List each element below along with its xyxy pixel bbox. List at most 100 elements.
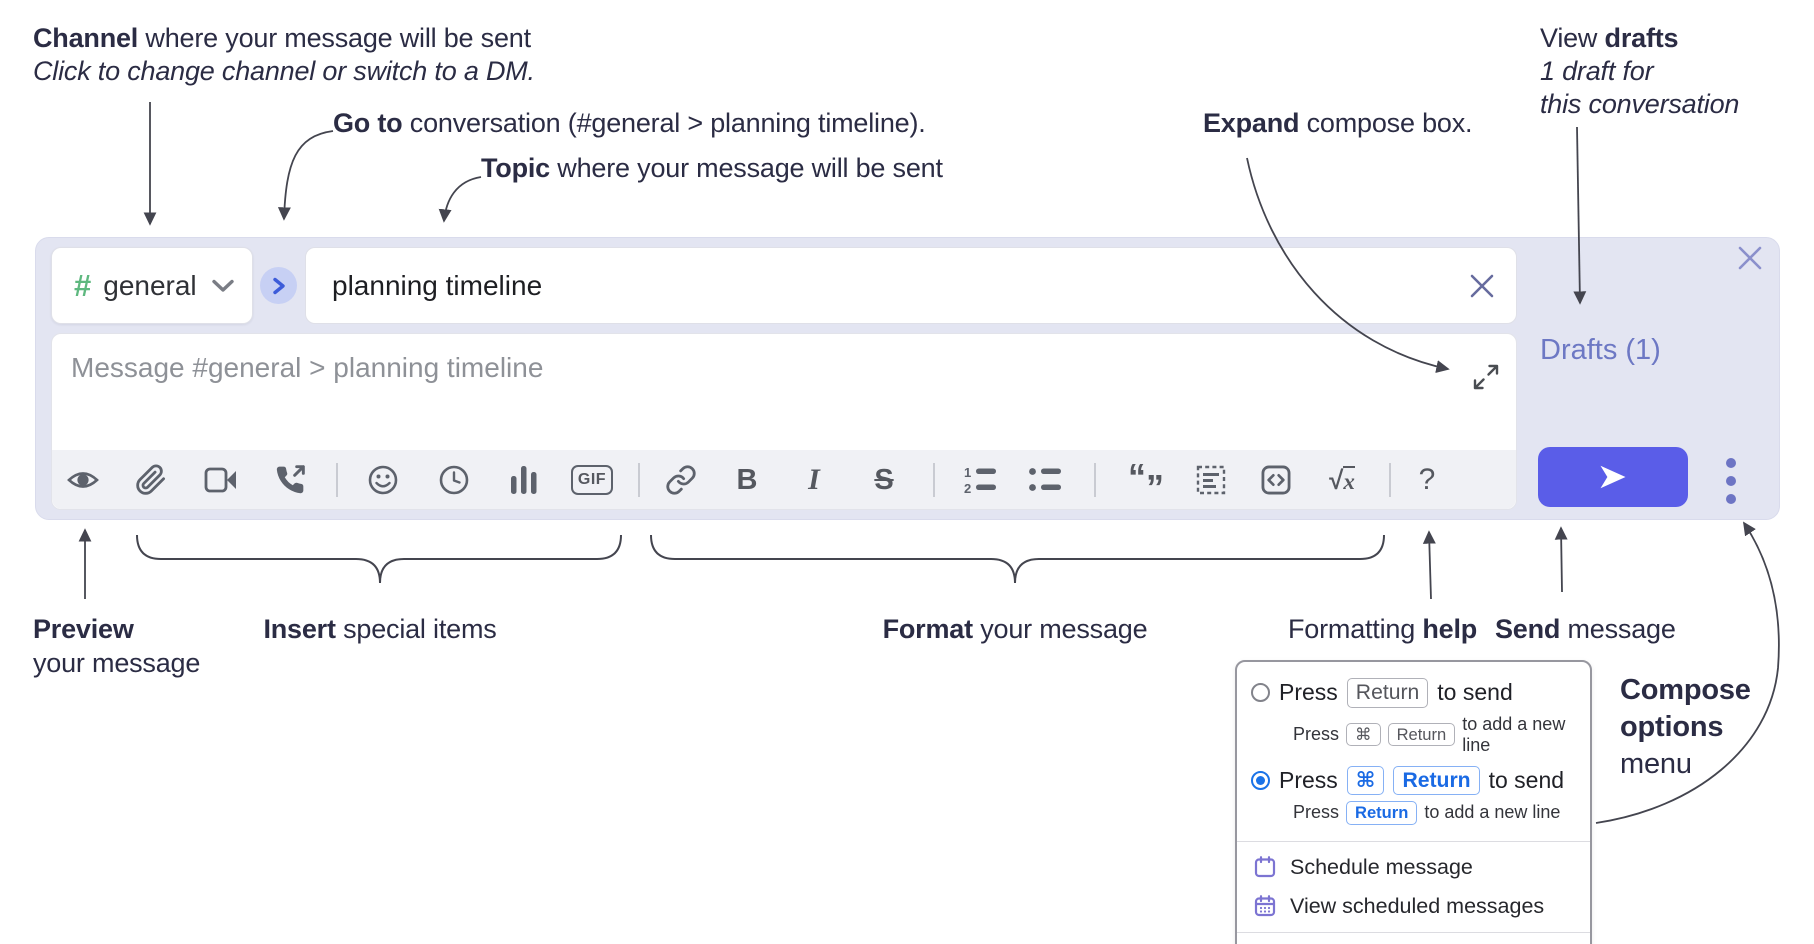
option-cmd-return-to-send[interactable]: Press ⌘ Return to send [1251, 765, 1576, 795]
insert-annotation-rest: special items [335, 614, 497, 644]
radio-unselected-icon[interactable] [1251, 683, 1270, 703]
return-keycap: Return [1346, 678, 1429, 708]
svg-text:2: 2 [964, 481, 971, 495]
channel-hash-icon: # [74, 267, 92, 303]
toolbar-divider [336, 463, 338, 497]
expand-annotation-bold: Expand [1203, 108, 1300, 138]
view-drafts-bold: drafts [1604, 23, 1679, 53]
code-block-icon[interactable] [1189, 458, 1233, 502]
radio-selected-icon[interactable] [1251, 770, 1270, 790]
message-placeholder: Message #general > planning timeline [71, 352, 544, 383]
topic-annotation: Topic where your message will be sent [481, 152, 943, 185]
send-annotation-rest: message [1560, 614, 1676, 644]
emoji-icon[interactable] [361, 458, 405, 502]
chevron-right-icon [272, 277, 285, 294]
expand-compose-icon[interactable] [1472, 363, 1500, 391]
italic-icon[interactable]: I [792, 458, 836, 502]
link-icon[interactable] [659, 458, 703, 502]
menu-item-label: View scheduled messages [1290, 893, 1545, 918]
bold-icon[interactable]: B [725, 458, 769, 502]
topic-input[interactable]: planning timeline [305, 247, 1517, 324]
goto-conversation-button[interactable] [260, 267, 297, 304]
insert-annotation-bold: Insert [263, 614, 336, 644]
sqrt-sign-glyph: √ [1329, 464, 1344, 495]
kebab-dot [1726, 476, 1736, 486]
send-annotation: Send message [1495, 612, 1676, 646]
help-question-glyph: ? [1418, 463, 1436, 496]
view-drafts-line3: this conversation [1540, 89, 1740, 119]
toolbar-divider [638, 463, 640, 497]
preview-annotation-bold: Preview [33, 614, 134, 644]
compose-options-line1: Compose [1620, 674, 1751, 706]
option-return-to-send[interactable]: Press Return to send [1251, 678, 1576, 708]
compose-options-annotation: Compose options menu [1620, 672, 1751, 783]
channel-selector-label: general [103, 269, 197, 301]
toolbar-divider [933, 463, 935, 497]
option1-sub-pre: Press [1293, 724, 1340, 744]
audio-call-icon[interactable] [268, 458, 312, 502]
send-plane-icon [1600, 465, 1626, 489]
svg-text:1: 1 [964, 465, 971, 480]
menu-item-label: Schedule message [1290, 854, 1473, 879]
menu-divider [1237, 840, 1590, 842]
bulleted-list-icon[interactable] [1023, 458, 1067, 502]
format-annotation-bold: Format [882, 614, 974, 644]
format-annotation: Format your message [765, 612, 1265, 646]
cmd-keycap: ⌘ [1346, 722, 1381, 747]
compose-options-kebab-icon[interactable] [1712, 455, 1750, 507]
close-icon[interactable] [1735, 243, 1765, 273]
return-keycap-blue: Return [1393, 765, 1480, 795]
option1-post: to send [1437, 679, 1513, 706]
channel-annotation-rest: where your message will be sent [138, 23, 531, 53]
compose-options-line3: menu [1620, 748, 1692, 780]
view-drafts-pre: View [1540, 23, 1605, 53]
expand-annotation: Expand compose box. [1203, 107, 1473, 140]
formatting-help-icon[interactable]: ? [1405, 458, 1449, 502]
inline-code-icon[interactable] [1254, 458, 1298, 502]
preview-eye-icon[interactable] [61, 458, 105, 502]
clear-topic-icon[interactable] [1468, 272, 1496, 300]
italic-label: I [808, 463, 820, 496]
channel-selector[interactable]: # general [51, 247, 253, 324]
kebab-dot [1726, 458, 1736, 468]
compose-options-menu: Press Return to send Press ⌘ Return to a… [1235, 660, 1592, 944]
topic-annotation-bold: Topic [481, 153, 550, 183]
math-sqrt-icon[interactable]: √x [1320, 458, 1364, 502]
toolbar-divider [1094, 463, 1096, 497]
formatting-help-annotation: Formatting help [1288, 612, 1477, 646]
goto-annotation: Go to conversation (#general > planning … [333, 107, 926, 140]
poll-bars-icon[interactable] [502, 458, 546, 502]
option2-sub-pre: Press [1293, 802, 1340, 823]
option2-sub-post: to add a new line [1424, 802, 1561, 823]
video-icon[interactable] [199, 458, 243, 502]
goto-annotation-rest: conversation (#general > planning timeli… [402, 108, 926, 138]
chevron-down-icon [212, 279, 234, 292]
gif-icon[interactable]: GIF [570, 458, 614, 502]
insert-annotation: Insert special items [137, 612, 623, 646]
option1-pre: Press [1279, 679, 1338, 706]
toolbar-divider [1389, 463, 1391, 497]
blockquote-icon[interactable]: “” [1124, 458, 1168, 506]
option2-subtext: Press Return to add a new line [1293, 801, 1576, 825]
bold-label: B [736, 463, 758, 496]
menu-item-schedule-message[interactable]: Schedule message [1251, 848, 1576, 887]
preview-annotation: Preview your message [33, 612, 200, 680]
goto-annotation-bold: Go to [333, 108, 403, 138]
cmd-keycap-blue: ⌘ [1346, 765, 1385, 795]
send-button[interactable] [1538, 447, 1688, 507]
menu-item-save-draft[interactable]: Save draft and start a new message [1251, 939, 1576, 944]
menu-item-view-scheduled[interactable]: View scheduled messages [1251, 887, 1576, 926]
view-drafts-annotation: View drafts 1 draft for this conversatio… [1540, 22, 1739, 121]
calendar-icon [1254, 856, 1276, 878]
view-drafts-line2: 1 draft for [1540, 56, 1654, 86]
drafts-link[interactable]: Drafts (1) [1540, 334, 1661, 366]
attach-paperclip-icon[interactable] [129, 458, 173, 502]
topic-input-value: planning timeline [332, 269, 543, 301]
recent-clock-icon[interactable] [432, 458, 476, 502]
option1-subtext: Press ⌘ Return to add a new line [1293, 714, 1576, 756]
strikethrough-icon[interactable]: S [862, 458, 906, 502]
menu-divider [1237, 931, 1590, 933]
send-annotation-bold: Send [1495, 614, 1561, 644]
